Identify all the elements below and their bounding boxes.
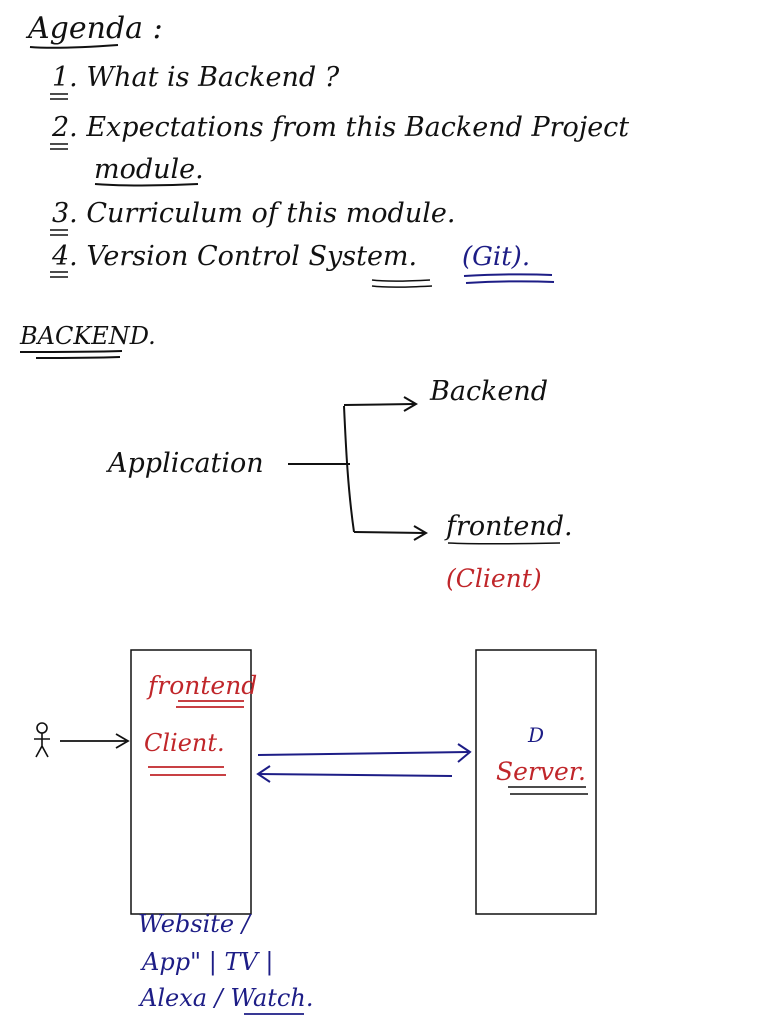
agenda-item-4: 4. Version Control System. [51, 241, 417, 272]
server-box [475, 649, 597, 915]
frontend-underline [447, 542, 561, 545]
client-types-line-2: App" | TV | [140, 948, 274, 977]
client-types-line-1: Website / [138, 910, 253, 938]
user-to-client-arrowhead [115, 733, 130, 749]
client-box-subtitle: Client. [144, 729, 225, 757]
agenda-item-2-continuation: module. [94, 154, 204, 185]
number-mark-1 [50, 93, 68, 100]
tree-branch-top-arrowhead [403, 396, 418, 412]
client-box [130, 649, 252, 915]
number-mark-3 [50, 229, 68, 236]
client-to-server-arrow [257, 751, 469, 756]
agenda-item-1: 1. What is Backend ? [52, 62, 340, 93]
client-box-title: frontend [146, 671, 257, 700]
git-note: (Git). [462, 242, 530, 272]
number-mark-4 [50, 271, 68, 278]
server-icon-label: D [527, 723, 544, 747]
client-title-underline [176, 700, 244, 708]
tree-branch-bottom-line [353, 531, 425, 534]
client-types-line-3: Alexa / Watch. [138, 984, 313, 1012]
server-label-underline [508, 786, 588, 795]
client-to-server-arrowhead [457, 743, 472, 763]
tree-frontend-label: frontend. [444, 511, 573, 542]
user-stick-figure-icon [34, 722, 50, 758]
section-title: BACKEND. [19, 322, 156, 350]
server-to-client-arrow [257, 773, 453, 777]
tree-branch-vertical [343, 405, 355, 533]
tree-root-label: Application [105, 448, 264, 479]
server-box-label: Server. [496, 757, 586, 786]
agenda-item-3: 3. Curriculum of this module. [52, 198, 455, 229]
number-mark-2 [50, 143, 68, 150]
agenda-title: Agenda : [25, 11, 163, 46]
git-underline [463, 273, 555, 284]
module-underline [94, 183, 199, 187]
section-underline [19, 350, 123, 359]
tree-branch-bottom-arrowhead [413, 525, 428, 541]
system-underline [371, 279, 433, 288]
server-to-client-arrowhead [256, 765, 271, 783]
tree-backend-label: Backend [429, 376, 548, 407]
tree-client-note: (Client) [446, 564, 542, 593]
agenda-underline [29, 44, 119, 49]
tree-branch-top-line [343, 403, 415, 406]
client-subtitle-underline [148, 766, 226, 776]
agenda-item-2: 2. Expectations from this Backend Projec… [51, 112, 629, 143]
